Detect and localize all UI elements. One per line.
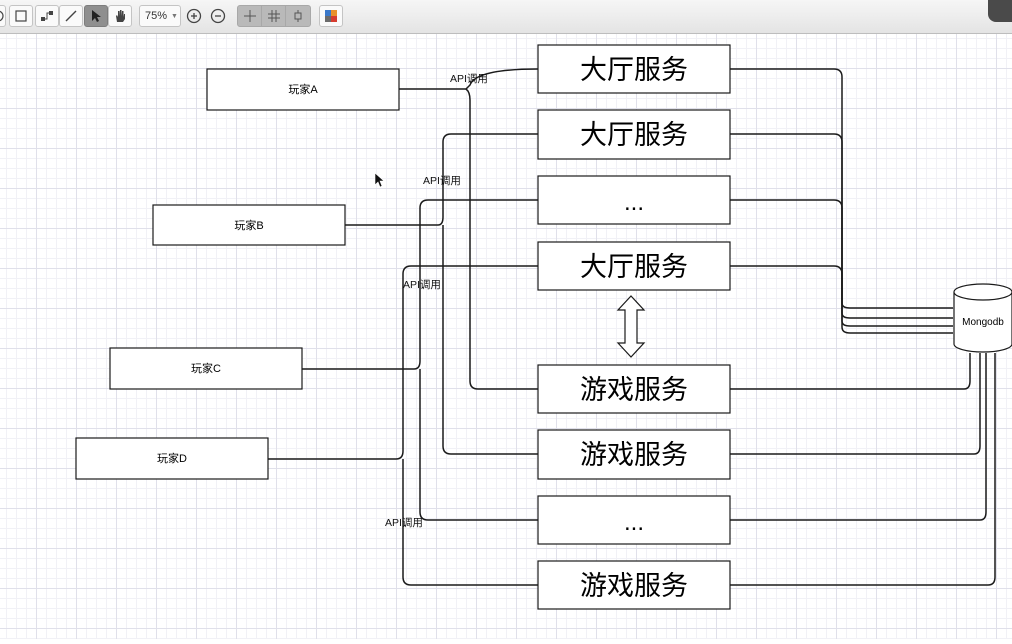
connector-playerB-game2: [442, 225, 538, 455]
service-label: ...: [624, 189, 644, 216]
service-label: 游戏服务: [580, 571, 688, 601]
lobby-service-node-1[interactable]: 大厅服务: [537, 44, 731, 94]
connector-playerB-lobby2: [345, 133, 538, 226]
toolbar: 75% ▼: [0, 0, 1012, 34]
game-service-node-3[interactable]: ...: [537, 495, 731, 545]
bidirectional-arrow-icon: [616, 295, 646, 358]
game-service-node-4[interactable]: 游戏服务: [537, 560, 731, 610]
architecture-diagram: API调用 API调用 API调用 API调用 玩家A 玩家B 玩家C 玩家D: [75, 44, 1012, 610]
zoom-out-icon[interactable]: [207, 5, 229, 27]
diagram-canvas: API调用 API调用 API调用 API调用 玩家A 玩家B 玩家C 玩家D: [0, 34, 1012, 639]
connection-lines: [268, 68, 996, 586]
connector-lobby3-db: [730, 199, 953, 327]
player-node-c[interactable]: 玩家C: [109, 347, 303, 390]
connector-playerC-game3: [419, 369, 538, 521]
game-service-node-1[interactable]: 游戏服务: [537, 364, 731, 414]
edge-label-api-3: API调用: [403, 279, 441, 291]
hand-tool-icon[interactable]: [108, 5, 132, 27]
service-label: 大厅服务: [580, 252, 688, 282]
connector-playerC-lobby3: [302, 199, 538, 370]
zoom-select[interactable]: 75% ▼: [139, 5, 181, 27]
edge-label-api-4: API调用: [385, 517, 423, 529]
player-label: 玩家B: [234, 218, 263, 232]
service-label: 游戏服务: [580, 375, 688, 405]
connector-game1-db: [730, 353, 971, 390]
edge-label-api-1: API调用: [450, 73, 488, 85]
rectangle-tool-icon[interactable]: [9, 5, 33, 27]
grid-icon[interactable]: [261, 5, 286, 27]
connector-tool-icon[interactable]: [35, 5, 59, 27]
connector-playerD-game4: [402, 459, 538, 586]
player-node-d[interactable]: 玩家D: [75, 437, 269, 480]
service-label: 大厅服务: [580, 120, 688, 150]
connector-game4-db: [730, 353, 996, 586]
mouse-cursor-icon: [374, 172, 385, 188]
database-label: Mongodb: [962, 317, 1004, 328]
circle-tool-icon[interactable]: [0, 5, 6, 27]
service-label: 大厅服务: [580, 55, 688, 85]
lobby-service-node-3[interactable]: ...: [537, 175, 731, 225]
line-tool-icon[interactable]: [59, 5, 83, 27]
zoom-level: 75%: [145, 10, 168, 22]
player-node-b[interactable]: 玩家B: [152, 204, 346, 246]
edge-labels: API调用 API调用 API调用 API调用: [385, 73, 488, 529]
window-corner-icon: [988, 0, 1012, 22]
player-nodes: 玩家A 玩家B 玩家C 玩家D: [75, 68, 400, 480]
game-service-node-2[interactable]: 游戏服务: [537, 429, 731, 480]
service-label: 游戏服务: [580, 440, 688, 470]
connector-game3-db: [730, 353, 987, 521]
connector-playerA-lobby1: [399, 68, 539, 90]
lobby-service-node-4[interactable]: 大厅服务: [537, 241, 731, 291]
game-service-nodes: 游戏服务 游戏服务 ... 游戏服务: [537, 364, 731, 610]
service-label: ...: [624, 509, 644, 536]
player-node-a[interactable]: 玩家A: [206, 68, 400, 111]
connector-lobby4-db: [730, 265, 953, 334]
zoom-in-icon[interactable]: [183, 5, 205, 27]
database-cylinder-icon: [953, 292, 1012, 353]
guides-icon[interactable]: [237, 5, 262, 27]
color-palette-icon[interactable]: [319, 5, 343, 27]
lobby-service-nodes: 大厅服务 大厅服务 ... 大厅服务: [537, 44, 731, 291]
connector-playerA-game1: [465, 88, 538, 390]
connector-game2-db: [730, 353, 981, 455]
edge-label-api-2: API调用: [423, 175, 461, 187]
player-label: 玩家D: [157, 451, 187, 465]
player-label: 玩家C: [191, 361, 221, 375]
connector-playerD-lobby4: [268, 265, 538, 460]
chevron-down-icon: ▼: [171, 12, 178, 20]
database-node[interactable]: Mongodb: [953, 283, 1012, 353]
lobby-service-node-2[interactable]: 大厅服务: [537, 109, 731, 160]
pointer-tool-icon[interactable]: [84, 5, 108, 27]
player-label: 玩家A: [288, 82, 318, 96]
snap-icon[interactable]: [285, 5, 311, 27]
